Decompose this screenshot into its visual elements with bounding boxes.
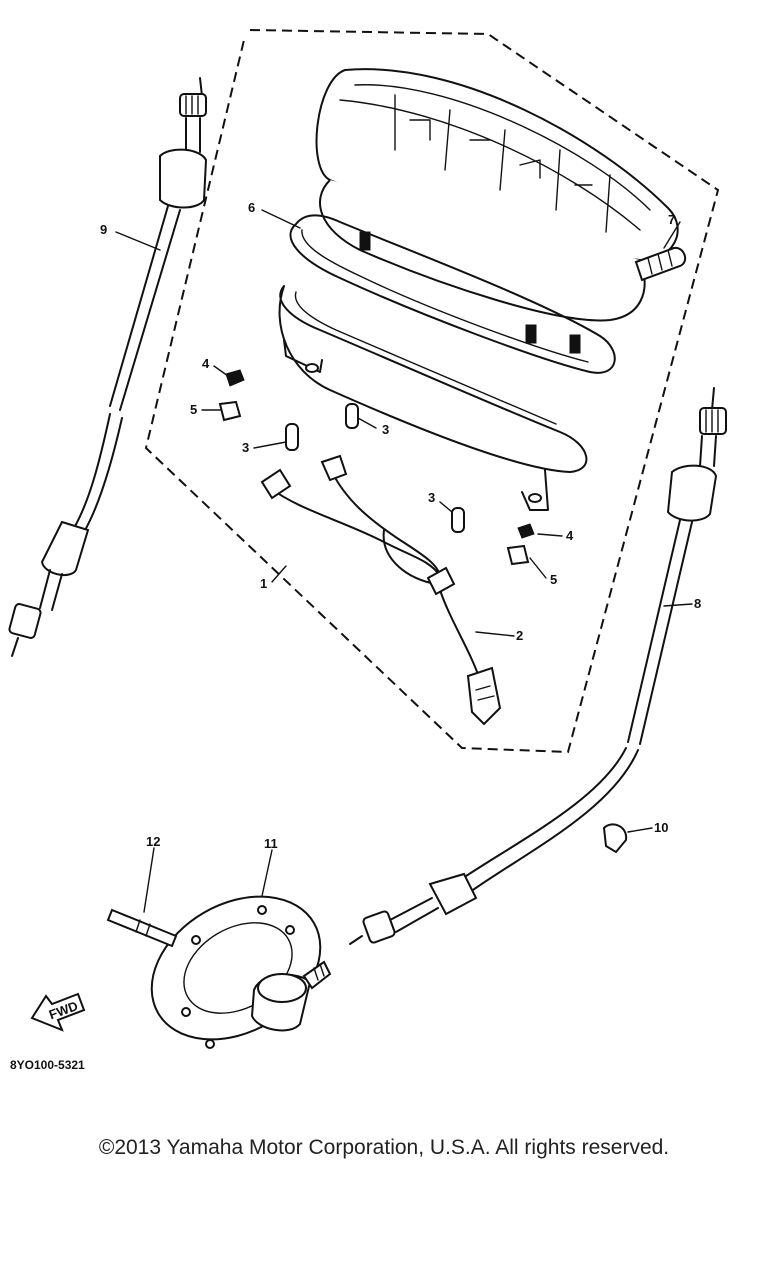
wire-harness — [260, 454, 502, 726]
callout-11: 11 — [264, 836, 278, 851]
nut — [218, 400, 530, 566]
callout-8: 8 — [694, 596, 701, 611]
callout-7: 7 — [668, 212, 675, 227]
callout-3: 3 — [242, 440, 249, 455]
meter-cable-left — [8, 77, 208, 657]
leader-lines — [115, 209, 693, 913]
callout-3: 3 — [428, 490, 435, 505]
callout-4: 4 — [566, 528, 574, 543]
pilot-light-knob — [634, 246, 687, 282]
assembly-boundary — [144, 29, 720, 754]
washer — [225, 369, 535, 539]
meter-cable-right — [349, 387, 727, 945]
callout-3: 3 — [382, 422, 389, 437]
callout-12: 12 — [146, 834, 160, 849]
bulb — [285, 403, 465, 533]
forward-direction-arrow: FWD — [30, 992, 86, 1032]
callout-4: 4 — [202, 356, 210, 371]
callout-9: 9 — [100, 222, 107, 237]
copyright-notice: ©2013 Yamaha Motor Corporation, U.S.A. A… — [98, 1136, 670, 1159]
cable-clamp — [602, 823, 628, 854]
meter-housing — [315, 68, 679, 354]
callout-labels: 1 2 3 3 3 4 4 5 5 6 7 8 9 10 11 12 — [100, 200, 701, 851]
parts-exploded-diagram: FWD 1 2 3 3 3 4 4 5 5 6 7 8 9 10 11 — [8, 29, 727, 1049]
callout-10: 10 — [654, 820, 668, 835]
callout-5: 5 — [550, 572, 557, 587]
meter-gear-unit — [150, 895, 332, 1049]
callout-1: 1 — [260, 576, 267, 591]
gear-pin — [106, 908, 178, 948]
meter-bracket — [278, 285, 588, 511]
callout-2: 2 — [516, 628, 523, 643]
callout-6: 6 — [248, 200, 255, 215]
callout-5: 5 — [190, 402, 197, 417]
gasket — [289, 214, 616, 374]
diagram-code: 8YO100-5321 — [10, 1058, 85, 1072]
